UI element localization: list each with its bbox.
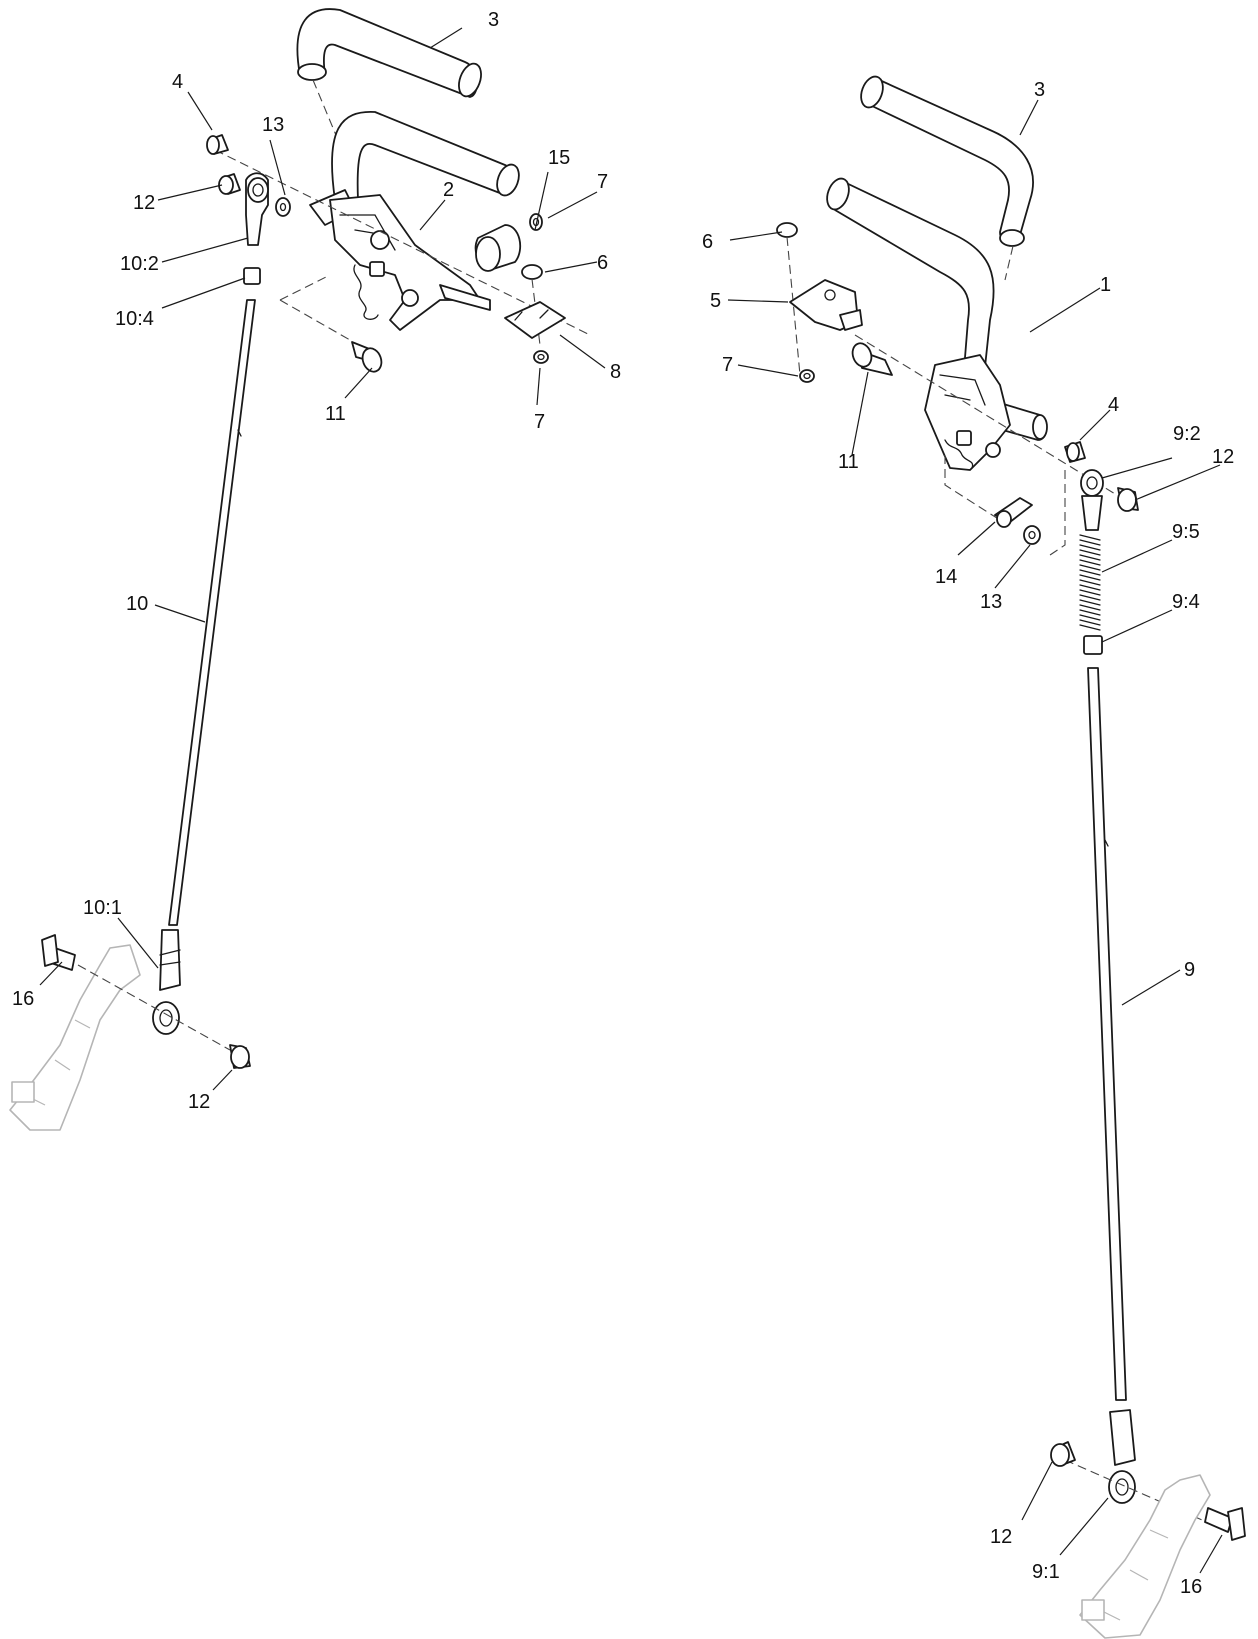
callout-right-5: 5 <box>710 290 721 312</box>
callout-left-13: 13 <box>262 114 284 136</box>
callout-left-12: 12 <box>133 192 155 214</box>
left-pump-control-arm-reference <box>9 944 141 1131</box>
right-bracket-frame-lines <box>944 455 1066 556</box>
left-rod-end-part-10-2 <box>245 172 269 246</box>
right-rod-end-part-9-2 <box>1080 469 1104 531</box>
callout-right-9-4: 9:4 <box>1172 591 1200 613</box>
left-grip-align-line <box>312 79 339 141</box>
left-nut-part-7b <box>533 350 549 364</box>
right-bushing-part-4 <box>1064 441 1086 463</box>
callout-left-8: 8 <box>610 361 621 383</box>
callout-left-11: 11 <box>325 403 346 425</box>
right-clip-part-14 <box>994 497 1033 528</box>
left-bushing-part-4 <box>206 134 229 155</box>
callout-left-7a: 7 <box>597 171 608 193</box>
callout-right-9: 9 <box>1184 959 1195 981</box>
left-lower-axis-line <box>77 964 231 1051</box>
left-washer-part-13 <box>275 197 291 217</box>
callout-right-16: 16 <box>1180 1576 1202 1598</box>
callout-left-10-1: 10:1 <box>83 897 122 919</box>
right-grip-tube-part-3 <box>860 75 1034 247</box>
left-grip-tube-part-3 <box>296 8 482 98</box>
callout-left-10-4: 10:4 <box>115 308 154 330</box>
callout-left-12b: 12 <box>188 1091 210 1113</box>
right-nut-part-12b <box>1050 1441 1076 1467</box>
callout-right-3: 3 <box>1034 79 1045 101</box>
callout-right-13: 13 <box>980 591 1002 613</box>
right-washer-part-13 <box>1023 525 1041 545</box>
right-jam-nut-part-9-4 <box>1083 635 1103 655</box>
callout-right-1: 1 <box>1100 274 1111 296</box>
left-bolt-part-16 <box>41 934 76 971</box>
callout-right-11: 11 <box>838 451 859 473</box>
callout-left-7b: 7 <box>534 411 545 433</box>
callout-right-6: 6 <box>702 231 713 253</box>
callout-right-9-2: 9:2 <box>1173 423 1201 445</box>
right-shoulder-bolt-part-11 <box>851 342 893 376</box>
left-control-rod-part-10 <box>168 299 256 926</box>
callout-left-2: 2 <box>443 179 454 201</box>
callout-left-4: 4 <box>172 71 183 93</box>
callout-left-3: 3 <box>488 9 499 31</box>
callout-leader-lines <box>39 27 1223 1574</box>
left-bracket-part-8 <box>504 301 566 339</box>
left-jam-nut-part-10-4 <box>243 267 261 285</box>
right-nut-part-7 <box>799 369 815 383</box>
callout-left-6: 6 <box>597 252 608 274</box>
right-lower-rod-end-part-9-1 <box>1108 1409 1136 1504</box>
left-shoulder-bolt-part-11 <box>351 341 383 373</box>
callout-right-12: 12 <box>1212 446 1234 468</box>
callout-right-4: 4 <box>1108 394 1119 416</box>
right-pivot-axis-line <box>854 334 1126 501</box>
callout-labels: 3 4 13 12 10:2 10:4 2 15 7 6 8 7 11 10 1… <box>12 9 1234 1598</box>
right-bolt-part-16 <box>1204 1507 1246 1541</box>
right-pump-control-arm-reference <box>1079 1474 1211 1639</box>
callout-right-9-5: 9:5 <box>1172 521 1200 543</box>
callout-left-16: 16 <box>12 988 34 1010</box>
callout-right-12b: 12 <box>990 1526 1012 1548</box>
right-bracket-part-5 <box>789 279 863 331</box>
left-nut-part-12b <box>229 1044 251 1069</box>
right-control-rod-part-9 <box>1087 667 1127 1401</box>
right-bolt-part-6 <box>776 222 801 376</box>
left-lower-rod-end-part-10-1 <box>152 929 181 1035</box>
callout-left-15: 15 <box>548 147 570 169</box>
callout-left-10: 10 <box>126 593 148 615</box>
callout-right-9-1: 9:1 <box>1032 1561 1060 1583</box>
right-control-lever-part-1 <box>826 177 1048 471</box>
callout-left-10-2: 10:2 <box>120 253 159 275</box>
callout-right-7: 7 <box>722 354 733 376</box>
left-bumper-part-15 <box>474 224 522 272</box>
left-nut-part-12a <box>218 173 241 195</box>
right-spring-part-9-5 <box>1079 534 1101 631</box>
left-control-lever-part-2 <box>309 111 520 331</box>
callout-right-14: 14 <box>935 566 957 588</box>
right-lower-axis-line <box>1064 1459 1226 1531</box>
left-bolt-bracket-lines <box>279 274 351 341</box>
right-grip-align-line <box>1004 245 1014 281</box>
